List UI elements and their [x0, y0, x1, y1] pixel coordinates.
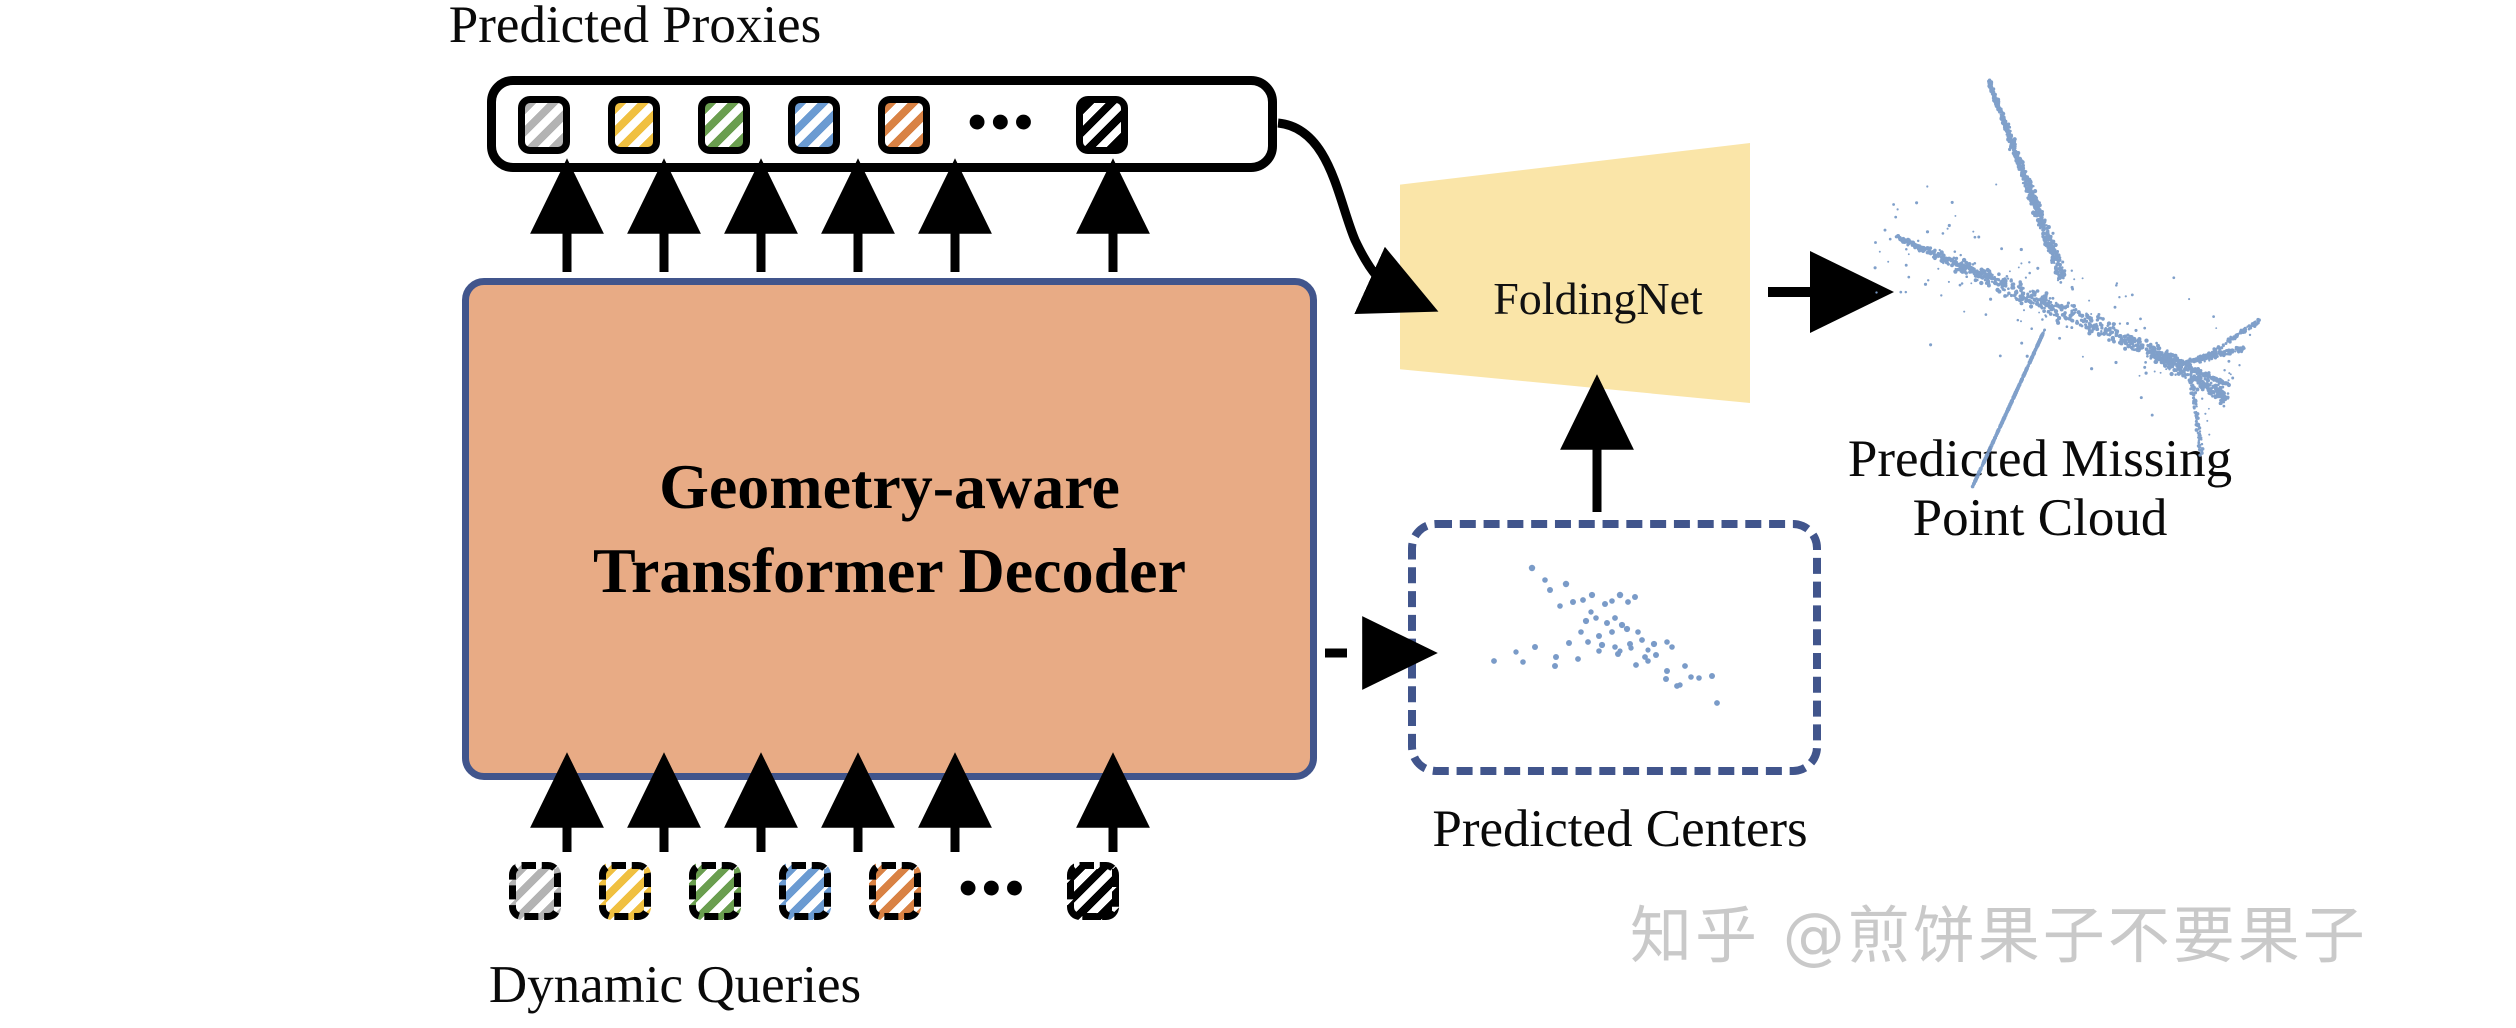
proxy-ellipsis: ••• [968, 92, 1038, 151]
predicted-missing-point-cloud [1873, 78, 2261, 489]
decoder-title-line1: Geometry-aware [659, 450, 1120, 522]
predicted-missing-point-cloud-label: Predicted Missing Point Cloud [1760, 430, 2320, 549]
decoder-to-proxies-arrows [530, 158, 1150, 272]
proxy-chip-orange [878, 96, 930, 154]
watermark: 知乎 @煎饼果子不要果子 [1630, 899, 2368, 972]
predicted-centers-label: Predicted Centers [1432, 800, 1808, 858]
predicted-proxies-label: Predicted Proxies [448, 0, 822, 54]
proxy-chip-green [698, 96, 750, 154]
output-label-line2: Point Cloud [1912, 489, 2168, 548]
queries-to-decoder-arrows [530, 752, 1150, 852]
predicted-centers-box [1408, 520, 1821, 775]
foldingnet-module [1400, 143, 1750, 403]
proxy-chip-black [1075, 96, 1128, 154]
query-ellipsis: ••• [959, 858, 1029, 917]
proxy-chip-gray [518, 96, 570, 154]
decoder-title-line2: Transformer Decoder [593, 535, 1186, 606]
geometry-aware-transformer-decoder-box: Geometry-aware Transformer Decoder [462, 278, 1317, 780]
dynamic-queries-chip-row: ••• [509, 862, 1119, 920]
query-chip-orange [869, 862, 921, 920]
output-label-line1: Predicted Missing [1847, 430, 2233, 488]
query-chip-black [1066, 862, 1119, 920]
predicted-proxies-chip-row: ••• [518, 96, 1128, 154]
predicted-centers-scatter [1491, 564, 1720, 706]
query-chip-yellow [599, 862, 651, 920]
proxy-chip-blue [788, 96, 840, 154]
proxies-to-foldingnet-arrow [1277, 118, 1439, 314]
query-chip-gray [509, 862, 561, 920]
query-chip-blue [779, 862, 831, 920]
foldingnet-label: FoldingNet [1493, 273, 1703, 324]
predicted-proxies-container: ••• [487, 76, 1277, 172]
proxy-chip-yellow [608, 96, 660, 154]
dynamic-queries-label: Dynamic Queries [488, 956, 862, 1014]
query-chip-green [689, 862, 741, 920]
